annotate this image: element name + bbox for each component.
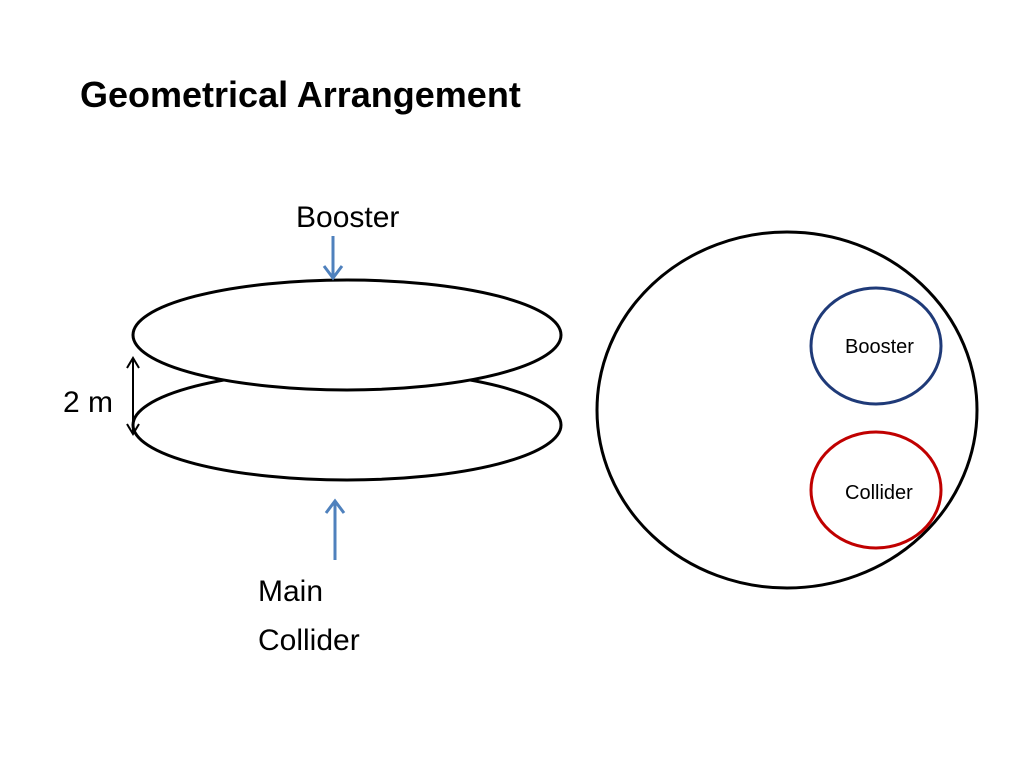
booster-arrow bbox=[322, 236, 344, 281]
booster-ring-cross-section bbox=[809, 286, 943, 406]
side-view: Booster 2 m Main Collider bbox=[63, 201, 563, 657]
booster-label: Booster bbox=[296, 201, 399, 234]
main-collider-label-line1: Main bbox=[258, 575, 323, 608]
height-label: 2 m bbox=[63, 386, 113, 419]
tunnel-circle bbox=[595, 230, 979, 590]
top-view: Booster Collider bbox=[595, 230, 979, 590]
booster-ring bbox=[131, 278, 563, 392]
slide-title: Geometrical Arrangement bbox=[80, 74, 521, 115]
booster-cross-section-label: Booster bbox=[845, 336, 914, 358]
main-collider-label-line2: Collider bbox=[258, 624, 360, 657]
height-dimension-arrow bbox=[126, 356, 140, 436]
main-collider-arrow bbox=[324, 498, 346, 560]
collider-cross-section-label: Collider bbox=[845, 482, 913, 504]
collider-ring-cross-section bbox=[809, 430, 943, 550]
